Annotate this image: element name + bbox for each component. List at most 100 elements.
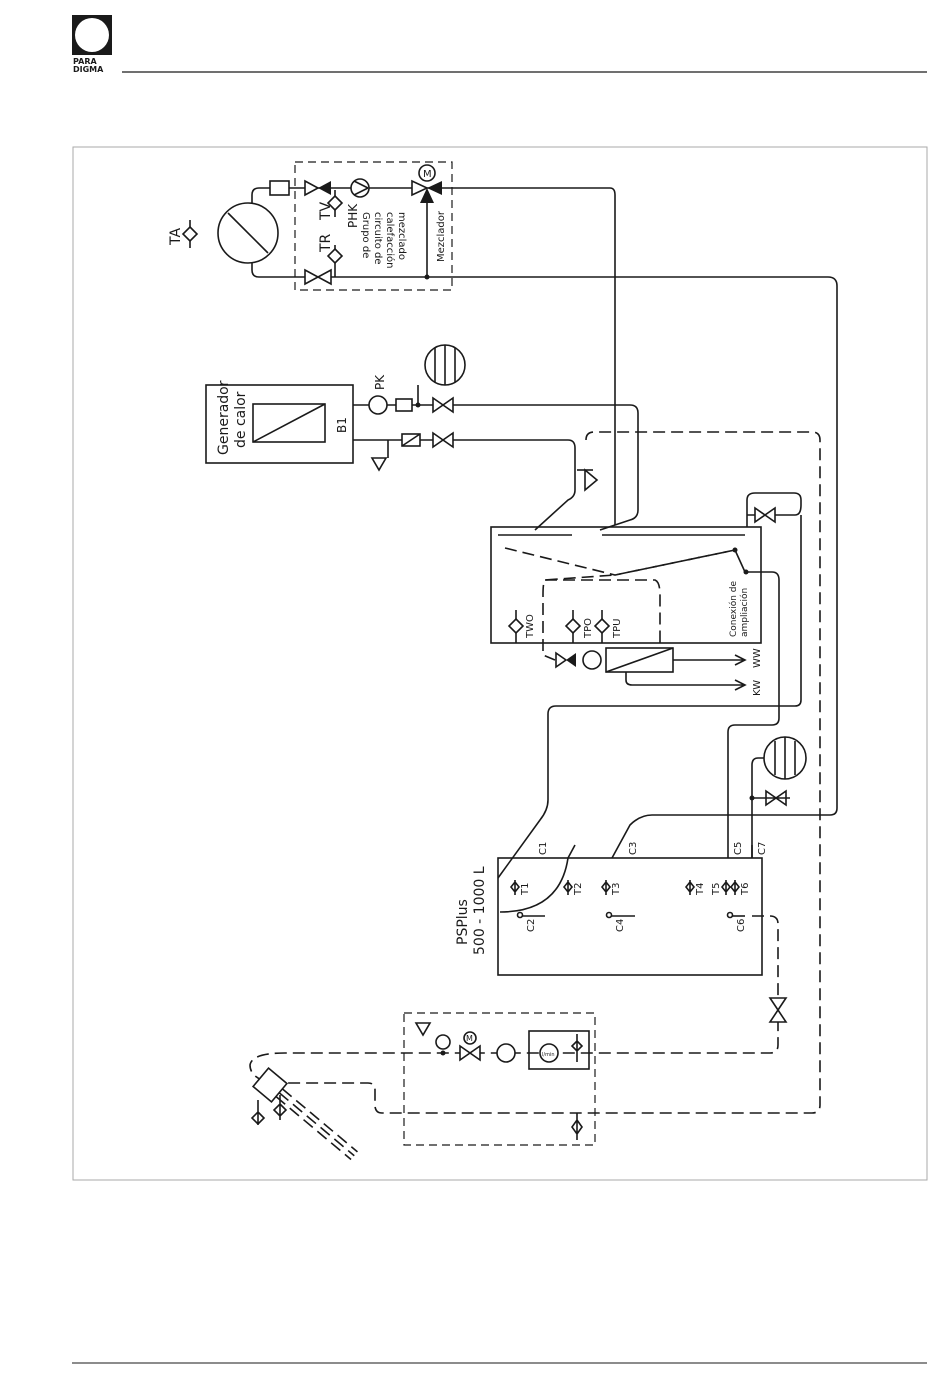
- diagram-line: [751, 757, 764, 858]
- diagram-line: [285, 431, 821, 1114]
- diagram-line: [432, 431, 454, 449]
- diagram-line: [251, 187, 616, 525]
- label-dhw-module-cold-water: KW: [752, 680, 763, 696]
- diagram-line: [509, 880, 521, 895]
- safety-valve-icon: [370, 440, 389, 472]
- label-buffer-tank-sensors-5: T6: [740, 883, 751, 896]
- label-dhw-module-sensors-1: TPO: [583, 618, 594, 639]
- diagram-line: [732, 547, 738, 553]
- dhw-module: TWO TPO TPU Conexión de ampliación WW KW: [285, 431, 821, 1114]
- diagram-line: [625, 672, 747, 691]
- diagram-line: [564, 617, 582, 635]
- diagram-line: [768, 997, 788, 1023]
- label-dhw-module-hot-water: WW: [752, 648, 763, 668]
- diagram-line: [545, 579, 661, 648]
- diagram-line: M: [423, 169, 432, 180]
- diagram-line: [411, 179, 429, 197]
- label-dhw-module-expansion-label-0: Conexión de: [728, 581, 739, 637]
- diagram-line: [427, 181, 442, 195]
- label-heating-circuit-outdoor-sensor: TA: [168, 228, 184, 246]
- diagram-line: [294, 161, 453, 291]
- label-buffer-tank-sensors-0: T1: [520, 883, 531, 896]
- solar-station: l/min M: [250, 1012, 596, 1161]
- heat-meter-icon: [269, 180, 290, 196]
- diagram-line: [539, 1043, 559, 1063]
- label-buffer-tank-sensors-2: T3: [611, 883, 622, 896]
- diagram-line: [504, 547, 736, 576]
- diagram-line: [542, 549, 736, 661]
- label-heating-circuit-group-label-1: circuito de: [372, 212, 383, 265]
- diagram-line: [353, 404, 639, 531]
- diagram-line: [251, 1066, 289, 1104]
- diagram-line: [227, 212, 269, 254]
- boiler: Generador de calor B1 PK: [205, 344, 639, 531]
- diagram-line: [250, 1100, 266, 1126]
- diagram-line: [499, 844, 576, 913]
- label-heating-circuit-group-label-0: Grupo de: [360, 212, 371, 258]
- diagram-line: [490, 526, 762, 644]
- diagram-line: [440, 1050, 446, 1056]
- diagram-line: [395, 398, 413, 412]
- label-boiler-label-1: de calor: [233, 391, 249, 448]
- label-buffer-tank-name: PSPlus: [455, 899, 471, 945]
- diagram-line: [605, 911, 613, 919]
- label-heating-circuit-pump: PHK: [346, 203, 360, 228]
- diagram-line: [528, 1030, 590, 1070]
- diagram-line: [424, 274, 430, 280]
- diagram-line: [584, 468, 599, 492]
- diagram-line: [304, 179, 320, 197]
- heating-circuit-group: M TA TR TV PHK Mezclador Grupo de circui…: [168, 161, 838, 859]
- diagram-line: [746, 492, 802, 527]
- paradigma-logo: PARA DIGMA: [72, 15, 112, 74]
- label-buffer-tank-capacity: 500 - 1000 L: [472, 866, 488, 955]
- shutoff-valve-icon: [304, 268, 332, 286]
- diagram-line: [459, 1044, 481, 1062]
- diagram-line: [600, 880, 612, 895]
- diagram-line: [275, 1088, 358, 1161]
- diagram-line: [727, 571, 780, 858]
- diagram-line: [403, 1012, 596, 1146]
- diagram-line: [75, 18, 109, 52]
- radiator-icon: [217, 202, 279, 264]
- label-solar-station-motor: M: [466, 1034, 473, 1043]
- label-buffer-tank-connections-mid-0: C2: [526, 919, 537, 932]
- label-heating-circuit-group-label-2: calefacción: [384, 212, 396, 268]
- diagram-line: [684, 880, 696, 895]
- label-heating-circuit-group-label-3: mezclado: [396, 212, 407, 260]
- label-dhw-module-sensors-0: TWO: [525, 614, 536, 639]
- label-solar-station-flow-meter: l/min: [542, 1052, 555, 1058]
- diagram-line: [353, 439, 576, 531]
- label-buffer-tank-connections-mid-2: C6: [736, 919, 747, 932]
- label-buffer-tank-connections-top-2: C5: [733, 842, 744, 855]
- label-header-logo-text-1: DIGMA: [73, 65, 104, 74]
- check-valve-icon: [318, 181, 331, 195]
- diagram-line: [414, 1022, 432, 1037]
- label-header-logo-text-0: PARA: [73, 57, 97, 66]
- dhw-pump-icon: [582, 650, 602, 670]
- diagram-line: [593, 617, 611, 635]
- diagram-line: [353, 180, 369, 189]
- diagram-line: [570, 1034, 584, 1062]
- diagram-line: [251, 263, 838, 859]
- label-heating-circuit-return-sensor: TR: [318, 233, 334, 253]
- boiler-pump-icon: [368, 395, 388, 415]
- label-dhw-module-expansion-label-1: ampliación: [739, 588, 750, 637]
- pump-icon: [350, 178, 370, 198]
- solar-collector-icon: [251, 1066, 358, 1161]
- label-buffer-tank-sensors-1: T2: [573, 883, 584, 896]
- diagram-line: [734, 549, 746, 573]
- motor-icon: [418, 164, 436, 182]
- diagram-line: [401, 433, 421, 447]
- label-dhw-module-sensors-2: TPU: [612, 619, 623, 639]
- label-buffer-tank-sensors-3: T4: [695, 883, 706, 896]
- mixing-valve-icon: [420, 188, 434, 203]
- label-heating-circuit-mixer: Mezclador: [436, 210, 447, 262]
- diagram-line: [729, 880, 741, 895]
- pressure-gauge-icon: [435, 1034, 451, 1050]
- diagram-line: [566, 653, 576, 667]
- outdoor-sensor-icon: [181, 225, 199, 243]
- diagram-line: [463, 1031, 477, 1045]
- diagram-line: [252, 403, 326, 443]
- buffer-expansion-vessel: [749, 736, 807, 858]
- diagram-line: [673, 654, 747, 666]
